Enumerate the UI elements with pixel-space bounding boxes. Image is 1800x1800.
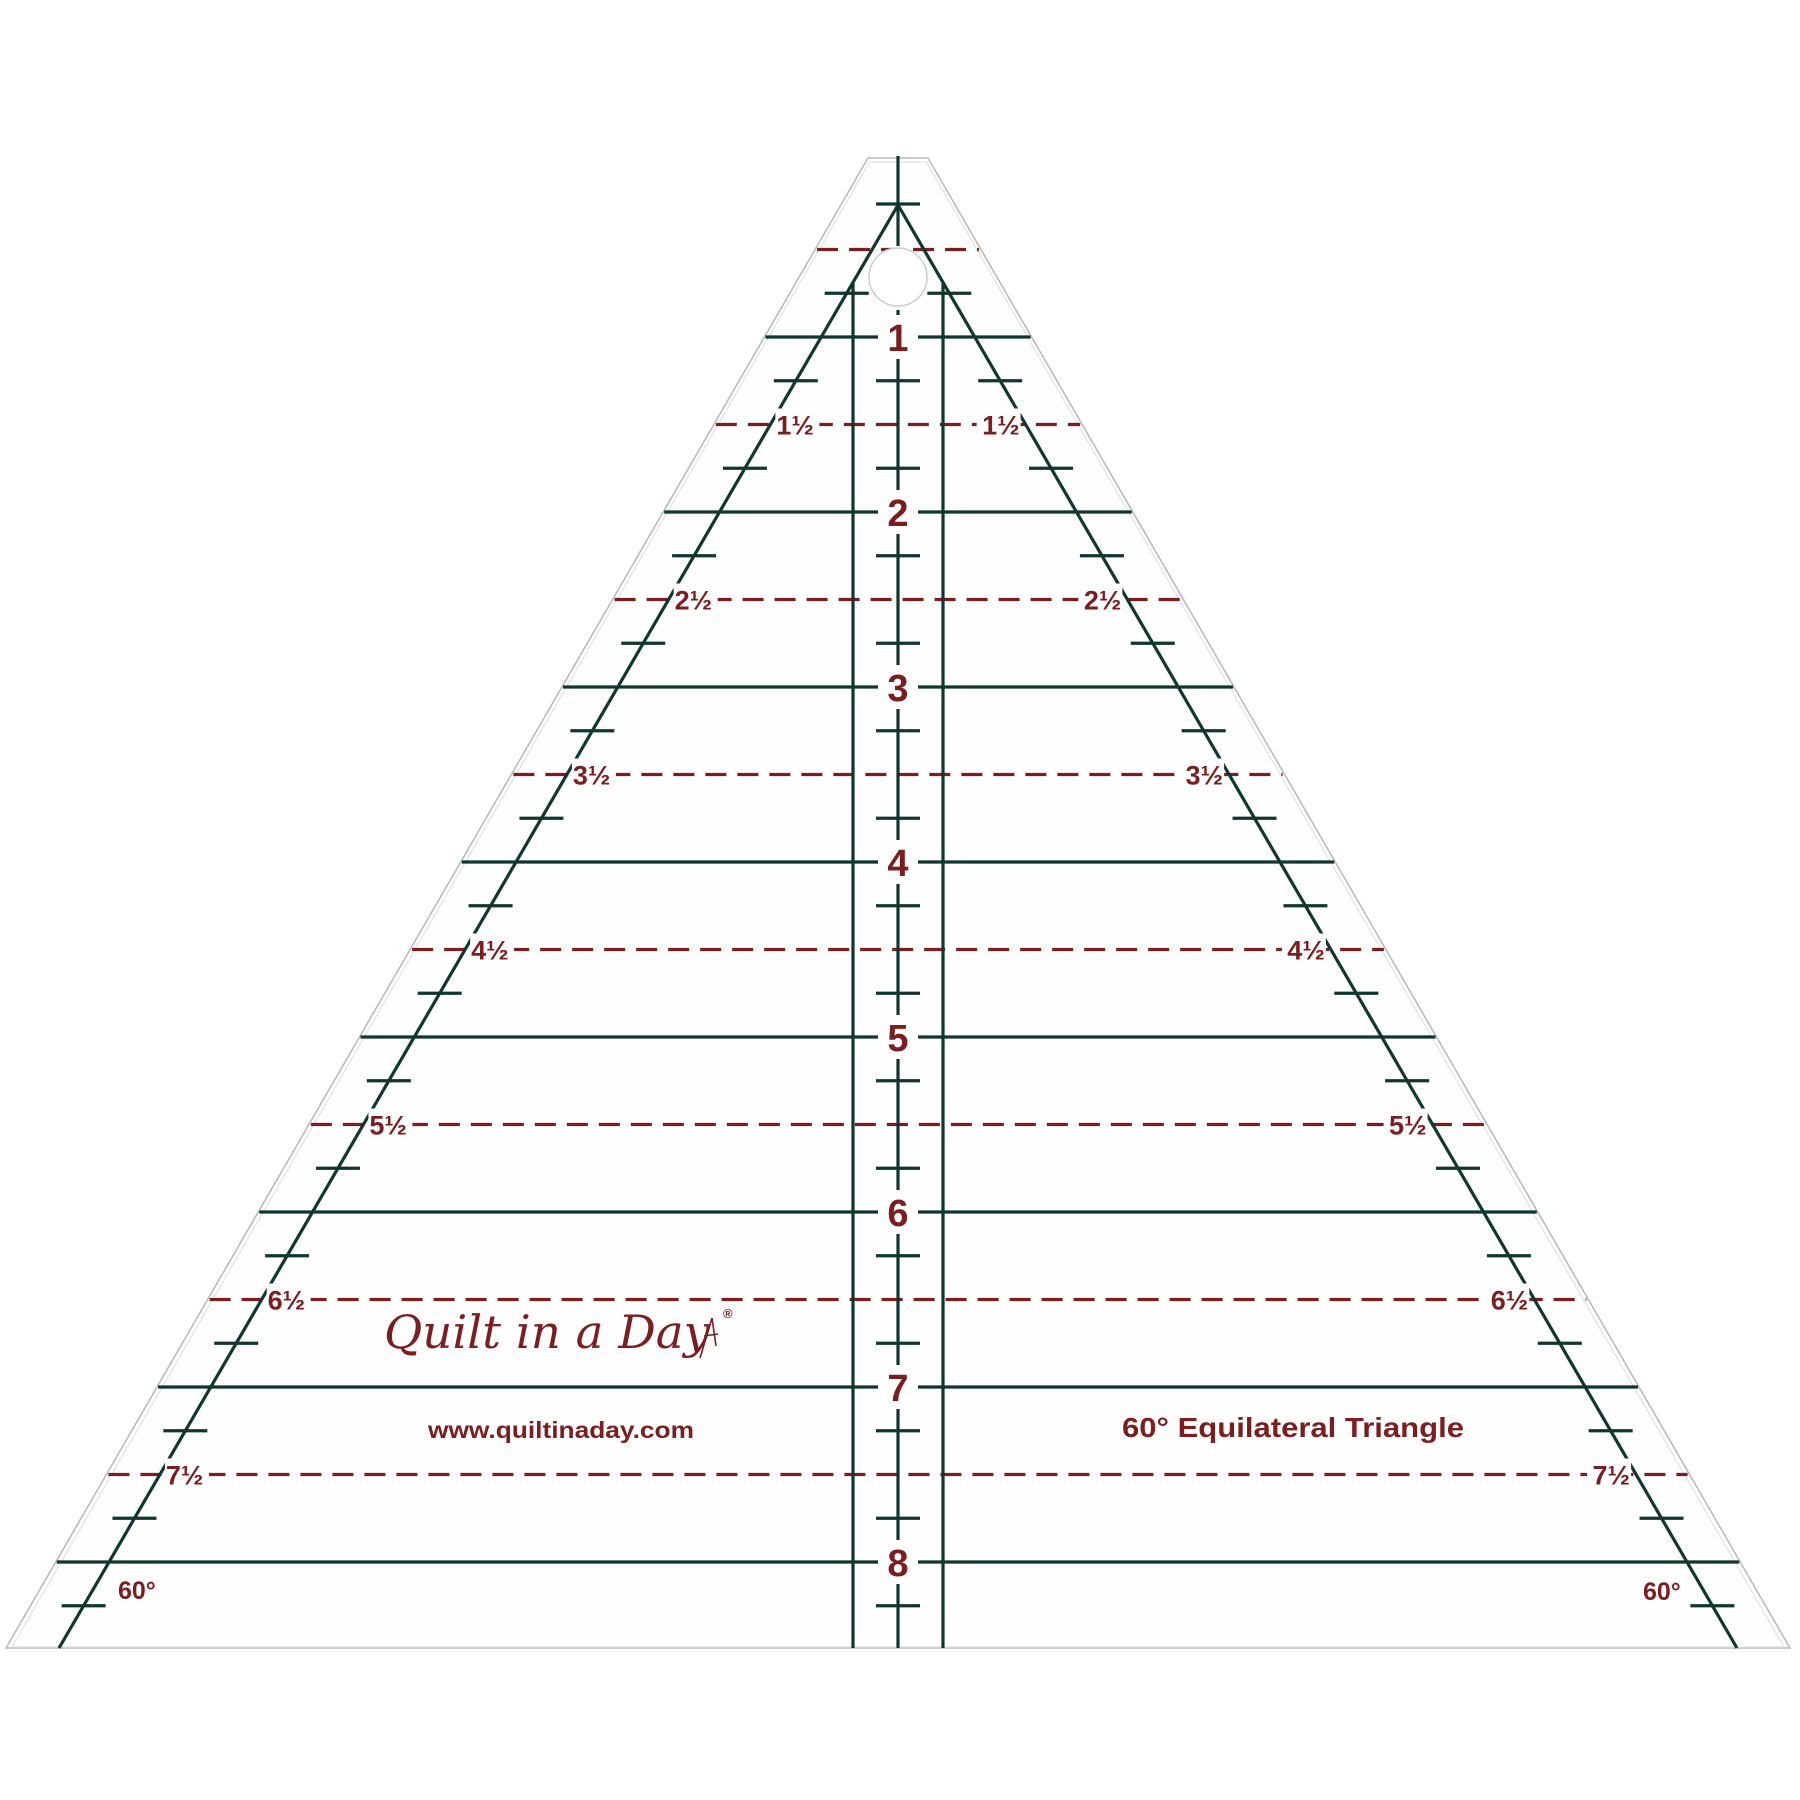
half-inch-label-left: 7½ <box>166 1461 204 1491</box>
half-inch-label-left: 1½ <box>776 411 814 441</box>
inch-number-label: 5 <box>887 1018 908 1060</box>
label-backdrop <box>470 933 515 966</box>
inch-number-label: 2 <box>887 493 908 535</box>
hanging-hole <box>868 247 928 307</box>
label-backdrop <box>1485 1283 1530 1316</box>
label-backdrop <box>266 1283 311 1316</box>
half-inch-label-right: 2½ <box>1084 586 1122 616</box>
label-backdrop <box>1587 1458 1632 1491</box>
website-url: www.quiltinaday.com <box>427 1417 694 1443</box>
angle-label-right: 60° <box>1643 1578 1681 1606</box>
product-title: 60° Equilateral Triangle <box>1122 1412 1464 1443</box>
hanging-hole-circle <box>868 247 928 307</box>
half-inch-label-right: 4½ <box>1287 936 1325 966</box>
half-inch-label-left: 4½ <box>471 936 509 966</box>
label-backdrop <box>1281 933 1326 966</box>
half-inch-label-right: 6½ <box>1491 1286 1529 1316</box>
label-backdrop <box>976 408 1021 441</box>
brand-block: Quilt in a Day ® www.quiltinaday.com <box>384 1305 733 1443</box>
half-inch-label-right: 5½ <box>1389 1111 1427 1141</box>
inch-number-label: 6 <box>887 1193 908 1235</box>
ruler-bevel <box>10 161 1786 1648</box>
sixty-degree-guides <box>57 156 1739 1649</box>
label-backdrop <box>164 1458 209 1491</box>
half-inch-label-left: 5½ <box>369 1111 407 1141</box>
right-60-degree-line <box>896 204 1739 1649</box>
label-backdrop <box>1078 583 1123 616</box>
half-inch-label-right: 1½ <box>982 411 1020 441</box>
brand-logo: Quilt in a Day <box>384 1305 711 1359</box>
label-backdrop <box>1180 758 1225 791</box>
half-inch-label-right: 7½ <box>1593 1461 1631 1491</box>
whole-inch-lines <box>56 335 1740 1564</box>
label-backdrop <box>1383 1108 1428 1141</box>
label-backdrop <box>368 1108 413 1141</box>
label-backdrop <box>673 583 718 616</box>
inch-number-label: 4 <box>887 843 908 885</box>
half-inch-label-left: 2½ <box>675 586 713 616</box>
inch-number-labels: 1 2 3 4 5 6 7 8 <box>887 318 908 1585</box>
label-backdrop <box>571 758 616 791</box>
angle-label-left: 60° <box>118 1577 156 1605</box>
needle-logo-icon <box>699 1317 719 1359</box>
half-inch-label-left: 3½ <box>573 761 611 791</box>
inch-number-label: 8 <box>887 1543 908 1585</box>
left-60-degree-line <box>57 204 900 1649</box>
registered-mark: ® <box>723 1306 733 1321</box>
label-backdrop <box>775 408 820 441</box>
quarter-inch-ticks <box>61 202 1735 1608</box>
inch-number-label: 3 <box>887 668 908 710</box>
half-inch-label-left: 6½ <box>268 1286 306 1316</box>
inch-number-label: 7 <box>887 1368 908 1410</box>
half-inch-label-right: 3½ <box>1186 761 1224 791</box>
inch-number-label: 1 <box>887 318 908 360</box>
half-inch-labels: 1½ 1½ 2½ 2½ 3½ 3½ 4½ 4½ 5½ 5½ 6½ 6½ 7½ 7½ <box>164 408 1632 1491</box>
